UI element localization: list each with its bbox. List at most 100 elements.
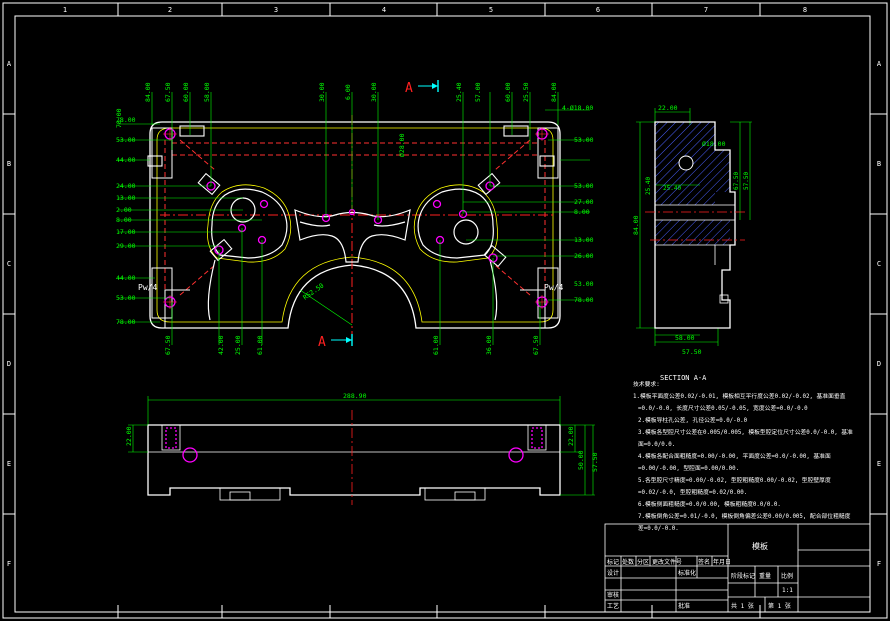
dim-top-58: 58.00 — [203, 82, 211, 102]
dim-left-2: 53.00 — [116, 136, 136, 144]
note-line: 7.模板倒角公差=0.01/-0.0, 模板倒角偏差公差0.00/0.005, … — [638, 512, 851, 520]
dim-top-25: 25.40 — [455, 82, 463, 102]
front-dim-57: 57.50 — [591, 452, 599, 472]
front-dim-22: 22.00 — [567, 426, 575, 446]
note-line: 1.模板平面度公差0.02/-0.01, 模板相互平行度公差0.02/-0.02… — [633, 392, 846, 400]
note-line: 3.模板各型腔尺寸公差在0.005/0.005, 模板型腔定位尺寸公差0.0/-… — [638, 428, 853, 436]
svg-text:E: E — [877, 460, 881, 468]
dim-left-12: 78.00 — [116, 318, 136, 326]
frame-col-6: 6 — [596, 6, 600, 14]
tb-review: 审核 — [607, 591, 619, 599]
note-line: 2.模板导柱孔公差, 孔径公差=0.0/-0.0 — [638, 416, 748, 424]
dim-left-7: 8.00 — [116, 216, 132, 224]
tb-standard: 标准化 — [678, 569, 696, 577]
dim-bot-25: 25.00 — [234, 335, 242, 355]
dim-right-5: 8.00 — [574, 208, 590, 216]
dim-top-67: 67.50 — [164, 82, 172, 102]
dim-top-84: 84.00 — [144, 82, 152, 102]
frame-col-1: 1 — [63, 6, 67, 14]
dim-left-1: 78.00 — [116, 116, 136, 124]
front-left-dim: 22.00 — [125, 426, 133, 446]
section-bottom-dim-1: 58.00 — [675, 334, 695, 342]
svg-text:B: B — [877, 160, 881, 168]
frame-row-b: B — [7, 160, 11, 168]
tb-design: 设计 — [607, 569, 619, 577]
dim-left-6: 2.00 — [116, 206, 132, 214]
frame-row-e: E — [7, 460, 11, 468]
frame-row-d: D — [7, 360, 11, 368]
svg-text:A: A — [877, 60, 882, 68]
tb-zone: 分区 — [637, 558, 649, 566]
dim-top-6: 6.00 — [344, 84, 352, 100]
callout-right: Pw/4 — [544, 283, 563, 292]
frame-col-2: 2 — [168, 6, 172, 14]
section-inner-dim: 25.40 — [645, 177, 652, 195]
dim-left-78: 78.00 — [115, 108, 123, 128]
dim-top-30a: 30.00 — [318, 82, 326, 102]
note-line: =0.0/-0.0, 长度尺寸公差0.05/-0.05, 宽度公差=0.0/-0… — [638, 404, 808, 412]
frame-row-a: A — [7, 60, 12, 68]
section-title: SECTION A-A — [660, 374, 707, 382]
tb-count: 处数 — [622, 558, 634, 566]
dim-left-9: 29.00 — [116, 242, 136, 250]
frame-row-c: C — [7, 260, 11, 268]
section-marker-bottom: A — [318, 334, 353, 350]
section-marker-top: A — [405, 80, 439, 96]
dim-top-30b: 30.00 — [370, 82, 378, 102]
section-view: 22.00 84.00 Ø18.00 25.40 25.40 67.50 57.… — [632, 104, 752, 382]
note-line: 5.各型腔尺寸精度=0.00/-0.02, 型腔粗糙度0.00/-0.02, 型… — [638, 476, 831, 484]
dim-left-4: 24.00 — [116, 182, 136, 190]
note-line: 面=0.0/0.0. — [638, 441, 675, 448]
frame-col-4: 4 — [382, 6, 386, 14]
dim-top-60b: 60.00 — [504, 82, 512, 102]
dim-top-57: 57.00 — [474, 82, 482, 102]
tb-mark: 标记 — [607, 558, 619, 566]
dim-bot-67b: 67.50 — [532, 335, 540, 355]
notes-heading: 技术要求: — [633, 380, 660, 388]
tb-ratio: 比例 — [781, 572, 793, 580]
tb-change-doc: 更改文件号 — [652, 558, 682, 566]
frame-col-5: 5 — [489, 6, 493, 14]
dim-left-8: 17.00 — [116, 228, 136, 236]
tb-process: 工艺 — [607, 602, 619, 610]
section-top-dim: 22.00 — [658, 104, 678, 112]
tb-scale: 1:1 — [782, 587, 793, 594]
frame-col-8: 8 — [803, 6, 807, 14]
section-side-dim: 84.00 — [632, 215, 640, 235]
tb-sign: 签名 — [698, 558, 710, 566]
frame-col-7: 7 — [704, 6, 708, 14]
note-line: 6.模板侧面粗糙度=0.0/0.00, 模板粗糙度0.0/0.0. — [638, 500, 781, 508]
dim-right-4: 27.00 — [574, 198, 594, 206]
dim-right-6: 13.00 — [574, 236, 594, 244]
part-name: 模板 — [752, 541, 768, 551]
dim-right-8: 53.00 — [574, 280, 594, 288]
tb-total-sheets: 共 1 张 — [731, 602, 754, 610]
dim-bot-42: 42.00 — [217, 335, 225, 355]
plate-inner-outline — [156, 127, 554, 323]
section-bottom-dim-2: 57.50 — [682, 348, 702, 356]
dim-bot-67a: 67.50 — [164, 335, 172, 355]
note-line: =0.00/-0.00, 型腔面=0.00/0.00. — [638, 464, 739, 472]
note-line: 差=0.0/-0.0. — [638, 524, 679, 532]
tb-weight: 重量 — [759, 572, 771, 580]
title-block — [604, 523, 871, 613]
svg-text:D: D — [877, 360, 881, 368]
dim-center-28: Ø28.00 — [398, 133, 406, 157]
dim-left-3: 44.00 — [116, 156, 136, 164]
dim-bot-61b: 61.00 — [432, 335, 440, 355]
tb-date: 年月日 — [713, 558, 731, 566]
dim-right-1: 4-Ø18.00 — [562, 104, 593, 112]
svg-text:C: C — [877, 260, 881, 268]
plan-view: 78.00 84.00 67.50 60.00 58.00 30.00 6.00… — [115, 80, 594, 355]
front-dim-50: 50.00 — [577, 450, 585, 470]
dim-top-25b: 25.50 — [522, 82, 530, 102]
dim-bot-61a: 61.00 — [256, 335, 264, 355]
section-right-dim-1: 67.50 — [733, 172, 740, 190]
cavity-features — [207, 188, 498, 321]
dim-right-2: 53.00 — [574, 136, 594, 144]
front-view: 288.90 22.0 — [125, 392, 599, 505]
svg-text:F: F — [877, 560, 881, 568]
note-line: =0.02/-0.0, 型腔粗糙度=0.02/0.00. — [638, 488, 747, 496]
